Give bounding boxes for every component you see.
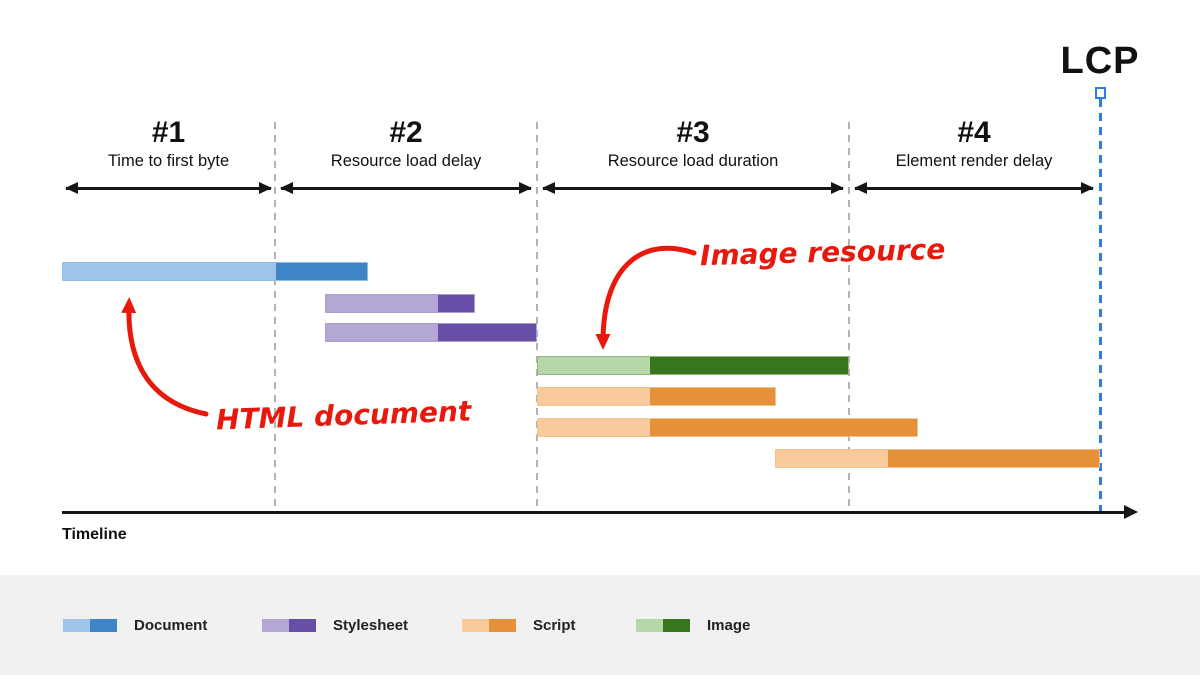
timeline-axis (62, 511, 1126, 514)
script-dark-segment (888, 450, 1099, 467)
legend-label-stylesheet: Stylesheet (333, 616, 409, 634)
legend-label-document: Document (134, 616, 208, 634)
script-light-segment (776, 450, 888, 467)
document-dark-segment (276, 263, 367, 280)
image-resource-arrow (595, 245, 697, 350)
html-document-arrow (121, 297, 209, 417)
lcp-title: LCP (1060, 40, 1140, 82)
lcp-marker-square (1095, 87, 1106, 99)
stylesheet-dark-segment (438, 324, 536, 341)
script-swatch (462, 618, 516, 632)
legend-label-script: Script (533, 616, 576, 634)
phase-divider-3 (848, 122, 850, 513)
phase-1-header: #1 Time to first byte (62, 118, 275, 203)
phase-4-header: #4 Element render delay (851, 118, 1097, 203)
legend-footer: Document Stylesheet Script Image (0, 575, 1200, 675)
phase-2-header: #2 Resource load delay (277, 118, 535, 203)
image-swatch (636, 618, 690, 632)
timeline-axis-arrowhead (1124, 505, 1138, 519)
phase-3-header: #3 Resource load duration (539, 118, 847, 203)
legend-item-script: Script (462, 615, 576, 635)
stylesheet-light-segment (326, 295, 438, 312)
phase-4-label: Element render delay (895, 152, 1053, 170)
stylesheet-light-segment (326, 324, 438, 341)
script-light-segment (538, 388, 650, 405)
bar-stylesheet (325, 323, 537, 342)
phase-2-span-arrow (280, 182, 532, 194)
phase-4-span-arrow (854, 182, 1094, 194)
phase-1-label: Time to first byte (107, 152, 230, 170)
phase-3-span-arrow (542, 182, 844, 194)
legend-label-image: Image (707, 616, 751, 634)
stylesheet-dark-segment (438, 295, 474, 312)
phase-4-number: #4 (957, 116, 991, 149)
phase-3-number: #3 (676, 116, 710, 149)
bar-script (537, 387, 776, 406)
phase-divider-1 (274, 122, 276, 513)
bar-image (537, 356, 849, 375)
image-dark-segment (650, 357, 848, 374)
stylesheet-swatch (262, 618, 316, 632)
bar-script (537, 418, 918, 437)
phase-1-number: #1 (151, 116, 186, 149)
legend-item-stylesheet: Stylesheet (262, 615, 408, 635)
document-light-segment (63, 263, 276, 280)
image-resource-annotation: Image resource (699, 232, 946, 273)
bar-document (62, 262, 368, 281)
legend-item-image: Image (636, 615, 750, 635)
phase-1-span-arrow (65, 182, 272, 194)
phase-2-number: #2 (389, 116, 423, 149)
bar-stylesheet (325, 294, 475, 313)
legend-item-document: Document (63, 615, 207, 635)
script-dark-segment (650, 388, 775, 405)
timeline-label: Timeline (62, 526, 127, 543)
phase-divider-2 (536, 122, 538, 513)
phase-2-label: Resource load delay (330, 152, 482, 170)
html-document-annotation: HTML document (215, 394, 472, 437)
script-dark-segment (650, 419, 917, 436)
image-light-segment (538, 357, 650, 374)
script-light-segment (538, 419, 650, 436)
phase-3-label: Resource load duration (607, 152, 779, 170)
bar-script (775, 449, 1100, 468)
document-swatch (63, 618, 117, 632)
lcp-dashed-line (1099, 99, 1102, 513)
